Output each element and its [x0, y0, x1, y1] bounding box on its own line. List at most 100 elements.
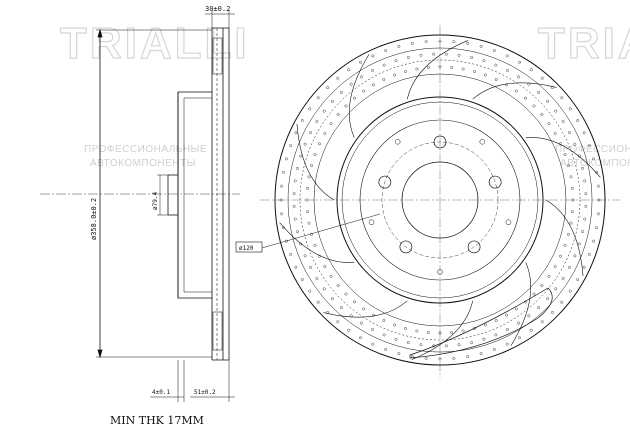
drill-hole — [415, 67, 419, 71]
drill-hole — [397, 352, 401, 355]
drill-hole — [323, 132, 327, 135]
side-section-view — [40, 10, 240, 402]
drill-hole — [438, 331, 442, 335]
drill-hole — [359, 60, 362, 64]
drill-hole — [372, 313, 375, 317]
drill-hole — [547, 274, 551, 278]
drill-hole — [293, 179, 297, 183]
drill-hole — [406, 56, 410, 59]
drill-hole — [310, 164, 313, 167]
drill-hole — [527, 314, 531, 318]
drill-hole — [406, 341, 410, 344]
drill-hole — [505, 342, 509, 346]
drill-hole — [372, 83, 375, 87]
slot-groove — [296, 123, 335, 201]
watermark-line1-left: ПРОФЕССИОНАЛЬНЫЕ — [84, 144, 207, 155]
slot-groove — [411, 300, 474, 360]
drill-hole — [326, 86, 329, 89]
drill-hole — [596, 212, 600, 216]
pilot-hole — [368, 219, 375, 225]
drill-hole — [514, 307, 518, 311]
drill-hole — [384, 348, 388, 351]
drill-hole — [360, 75, 363, 79]
slot-groove — [510, 262, 532, 346]
drill-hole — [300, 119, 304, 122]
drill-hole — [360, 321, 363, 325]
drill-hole — [518, 336, 521, 340]
drill-hole — [568, 131, 571, 134]
drill-hole — [571, 210, 574, 213]
bolt-hole — [467, 240, 481, 254]
drill-hole — [568, 266, 571, 269]
drill-hole — [577, 242, 581, 246]
slot-groove — [279, 222, 355, 263]
drill-hole — [547, 122, 551, 126]
drill-hole — [292, 192, 296, 196]
drill-hole — [505, 54, 509, 58]
drill-hole — [313, 153, 317, 156]
drill-hole — [306, 187, 309, 190]
drill-hole — [473, 327, 476, 330]
drill-hole — [581, 166, 584, 170]
drill-hole — [371, 328, 374, 331]
drill-hole — [581, 230, 584, 234]
drill-hole — [347, 328, 351, 332]
drill-hole — [330, 297, 334, 301]
drill-hole — [397, 45, 401, 48]
drill-hole — [394, 337, 398, 341]
top-width-label: 30±0.2 — [205, 5, 230, 13]
slot-groove — [472, 82, 557, 100]
bolt-circle-box — [235, 241, 263, 253]
drill-hole — [329, 274, 333, 278]
drill-hole — [540, 76, 544, 80]
drill-hole — [567, 164, 570, 167]
drill-hole — [419, 343, 423, 347]
drill-hole — [415, 329, 419, 333]
drill-hole — [424, 40, 428, 44]
drill-hole — [546, 297, 550, 301]
slot-grooves — [279, 40, 601, 360]
drill-hole — [322, 287, 326, 291]
drill-hole — [494, 333, 498, 337]
drill-hole — [306, 210, 309, 213]
drill-hole — [563, 153, 567, 156]
drill-hole — [470, 56, 474, 59]
drill-hole — [382, 319, 386, 322]
watermark-line2-right: АВТОКОМПОНЕНТЫ — [560, 158, 630, 169]
drill-hole — [438, 65, 442, 69]
drill-hole — [347, 68, 351, 72]
drill-hole — [517, 321, 520, 325]
drill-hole — [404, 327, 407, 330]
drill-hole — [466, 42, 470, 45]
drill-hole — [484, 73, 487, 77]
drill-hole — [336, 113, 340, 116]
drill-hole — [461, 67, 465, 71]
watermark-line1-right: ПРОФЕССИОНАЛЬНЫЕ — [555, 144, 630, 155]
drill-hole — [307, 221, 311, 225]
drill-hole — [583, 179, 587, 183]
drill-hole — [529, 68, 533, 72]
drill-hole — [505, 83, 508, 87]
drill-hole — [410, 42, 414, 45]
drill-hole — [571, 198, 575, 202]
drill-hole — [303, 142, 307, 146]
drill-hole — [529, 328, 533, 332]
drill-hole — [371, 54, 375, 58]
drill-hole — [452, 40, 456, 44]
drill-hole — [432, 52, 436, 56]
drill-hole — [482, 337, 486, 341]
overall-diameter-label: ø358.0±0.2 — [90, 198, 98, 240]
drill-hole — [318, 142, 321, 146]
drill-hole — [576, 278, 580, 281]
drill-hole — [349, 82, 353, 86]
drill-hole — [285, 157, 288, 161]
drill-hole — [316, 96, 320, 100]
drill-hole — [569, 221, 573, 225]
drill-hole — [309, 266, 312, 269]
drill-hole — [470, 341, 474, 344]
drill-hole — [567, 233, 570, 236]
drill-hole — [362, 307, 366, 311]
drill-hole — [532, 104, 536, 108]
drill-hole — [323, 265, 327, 268]
